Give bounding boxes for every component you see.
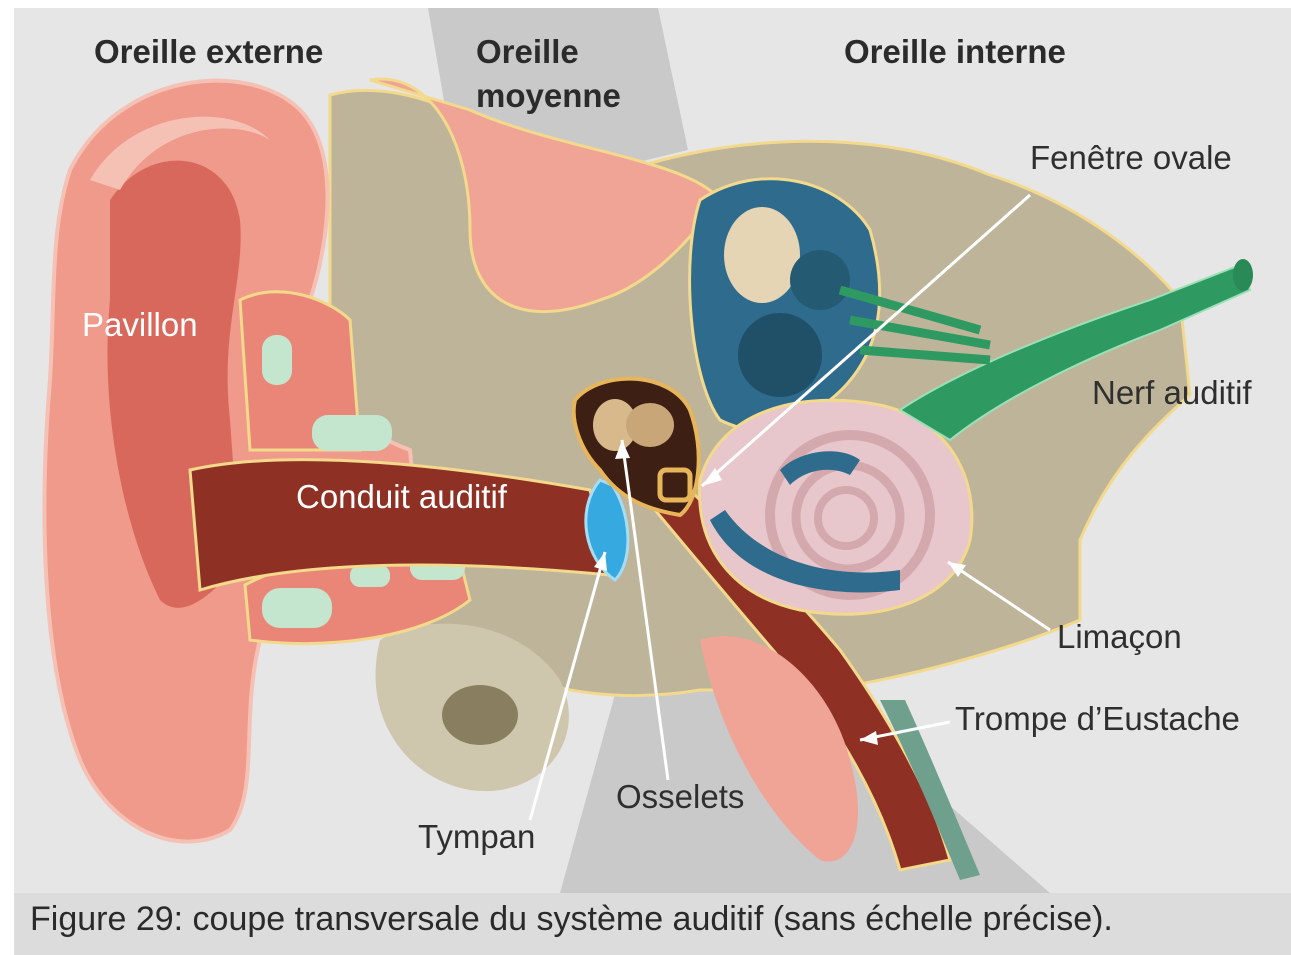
region-title-middle-line1: Oreille: [476, 30, 621, 74]
semicircular-canal-core: [724, 207, 800, 303]
label-fenetre-ovale: Fenêtre ovale: [1030, 139, 1232, 177]
label-trompe-eustache: Trompe d’Eustache: [955, 700, 1240, 738]
label-tympan: Tympan: [418, 818, 535, 856]
cartilage-bit-4: [350, 565, 390, 587]
label-conduit-auditif: Conduit auditif: [296, 478, 507, 516]
cartilage-bit-3: [262, 588, 332, 628]
label-nerf-auditif: Nerf auditif: [1092, 374, 1252, 412]
label-limacon: Limaçon: [1057, 618, 1182, 656]
label-pavillon: Pavillon: [82, 306, 198, 344]
incus: [626, 403, 674, 447]
region-title-middle-line2: moyenne: [476, 74, 621, 118]
figure-caption: Figure 29: coupe transversale du système…: [30, 900, 1113, 939]
nerve-end: [1233, 259, 1253, 291]
saccule: [738, 313, 822, 397]
cartilage-bit-1: [262, 335, 292, 385]
mastoid-cell: [442, 685, 518, 745]
cartilage-bit-2: [312, 415, 392, 451]
utricle: [790, 250, 850, 310]
region-title-outer-ear: Oreille externe: [94, 30, 323, 74]
region-title-inner-ear: Oreille interne: [844, 30, 1066, 74]
label-osselets: Osselets: [616, 778, 744, 816]
region-title-middle-ear: Oreille moyenne: [476, 30, 621, 117]
